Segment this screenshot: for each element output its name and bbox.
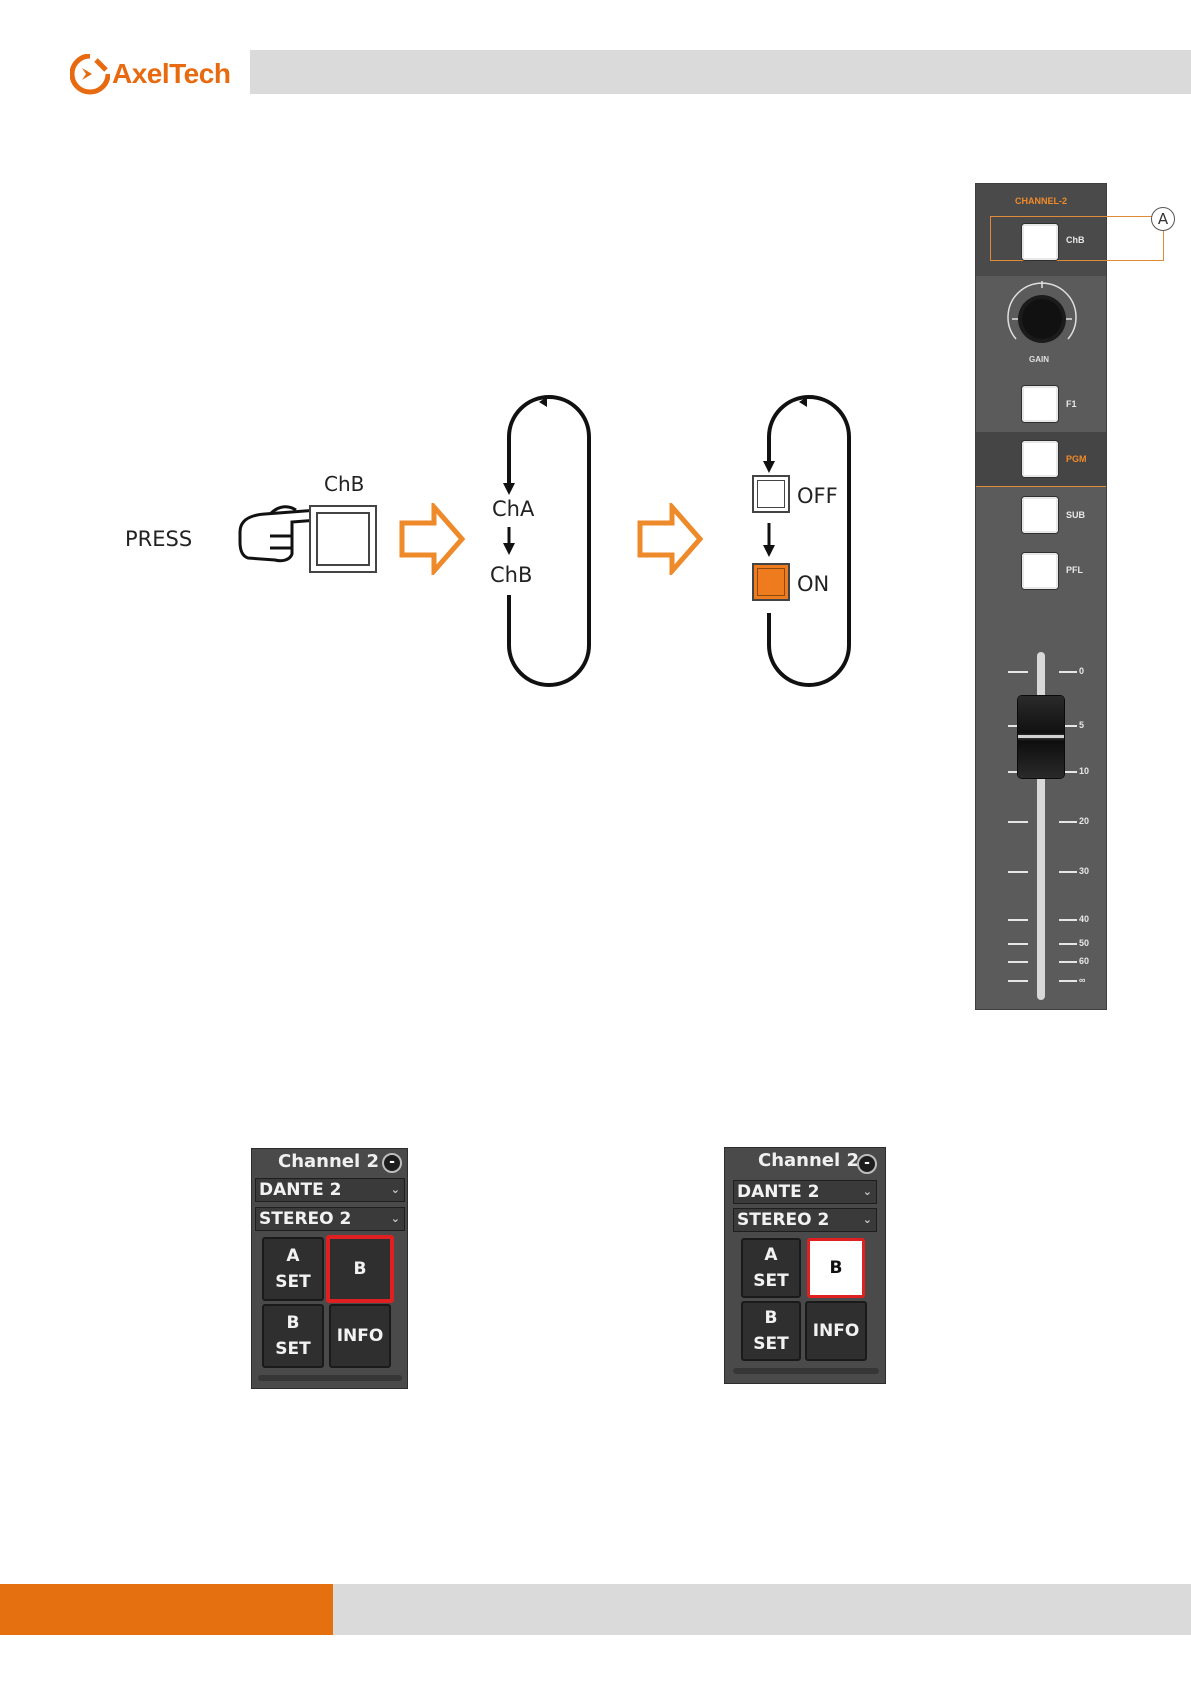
press-label: PRESS — [125, 527, 192, 551]
chevron-down-icon: ⌄ — [863, 1209, 872, 1231]
chb-button-label: ChB — [324, 472, 364, 496]
scale-label: 20 — [1079, 816, 1089, 826]
collapse-button[interactable]: - — [857, 1154, 877, 1174]
scale-label: 0 — [1079, 666, 1084, 676]
b-set-button[interactable]: B SET — [262, 1304, 324, 1368]
pgm-button[interactable] — [1022, 441, 1058, 477]
mode-value: STEREO 2 — [737, 1210, 829, 1230]
gain-knob[interactable] — [1002, 279, 1082, 359]
on-label: ON — [797, 572, 829, 596]
logo-icon — [70, 54, 110, 98]
a-set-line: SET — [753, 1268, 788, 1294]
channel-strip: CHANNEL-2 ChB GAIN F1 PGM SUB PFL 0 5 10… — [975, 183, 1107, 1010]
b-set-line: B — [287, 1310, 300, 1336]
mode-select[interactable]: STEREO 2 ⌄ — [255, 1207, 405, 1231]
chb-strip-button[interactable] — [1022, 224, 1058, 260]
cycle-loop-diagram — [495, 395, 605, 695]
b-set-line: SET — [753, 1331, 788, 1357]
scale-tick — [1059, 671, 1077, 673]
sub-label: SUB — [1066, 510, 1085, 520]
channel-panel: Channel 2 - DANTE 2 ⌄ STEREO 2 ⌄ A SET B… — [251, 1148, 408, 1389]
b-button[interactable]: B — [326, 1235, 394, 1303]
scale-label: 5 — [1079, 720, 1084, 730]
a-set-line: SET — [275, 1269, 310, 1295]
a-set-line: A — [764, 1242, 777, 1268]
scale-tick — [1008, 919, 1028, 921]
fader-handle[interactable] — [1018, 696, 1064, 778]
on-indicator — [752, 563, 790, 601]
axeltech-logo: AxelTech — [70, 50, 240, 100]
scale-tick — [1059, 871, 1077, 873]
scale-label: 60 — [1079, 956, 1089, 966]
info-label: INFO — [813, 1318, 860, 1344]
toggle-loop-diagram — [755, 395, 865, 695]
a-set-button[interactable]: A SET — [262, 1237, 324, 1301]
info-label: INFO — [337, 1323, 384, 1349]
scale-tick — [1008, 943, 1028, 945]
scale-tick — [1059, 919, 1077, 921]
b-button[interactable]: B — [807, 1238, 865, 1298]
pfl-label: PFL — [1066, 565, 1083, 575]
scale-tick — [1059, 943, 1077, 945]
cycle-first-label: ChA — [492, 497, 534, 521]
a-set-line: A — [286, 1243, 299, 1269]
collapse-button[interactable]: - — [382, 1153, 402, 1173]
scale-label: 40 — [1079, 914, 1089, 924]
scale-tick — [1008, 821, 1028, 823]
chevron-down-icon: ⌄ — [391, 1179, 400, 1201]
f1-button[interactable] — [1022, 386, 1058, 422]
b-label: B — [354, 1256, 367, 1282]
pfl-button[interactable] — [1022, 553, 1058, 589]
b-set-line: B — [765, 1305, 778, 1331]
off-label: OFF — [797, 484, 838, 508]
scale-label: 30 — [1079, 866, 1089, 876]
off-indicator — [752, 475, 790, 513]
chb-button — [309, 505, 377, 573]
gain-label: GAIN — [1029, 355, 1049, 364]
header-bar — [250, 50, 1191, 94]
horizontal-scrollbar[interactable] — [258, 1375, 402, 1381]
f1-label: F1 — [1066, 399, 1077, 409]
scale-tick — [1008, 671, 1028, 673]
info-button[interactable]: INFO — [329, 1304, 391, 1368]
mode-value: STEREO 2 — [259, 1209, 351, 1229]
channel-title: CHANNEL-2 — [1015, 196, 1067, 206]
scale-tick — [1059, 821, 1077, 823]
chevron-down-icon: ⌄ — [391, 1208, 400, 1230]
scale-label: 10 — [1079, 766, 1089, 776]
scale-label: ∞ — [1079, 975, 1085, 985]
horizontal-scrollbar[interactable] — [733, 1368, 879, 1374]
right-arrow-icon — [398, 503, 468, 575]
scale-tick — [1059, 961, 1077, 963]
scale-tick — [1008, 961, 1028, 963]
b-set-line: SET — [275, 1336, 310, 1362]
sub-button[interactable] — [1022, 497, 1058, 533]
scale-tick — [1008, 980, 1028, 982]
panel-title: Channel 2 — [278, 1151, 379, 1172]
b-set-button[interactable]: B SET — [741, 1301, 801, 1361]
source-select[interactable]: DANTE 2 ⌄ — [733, 1180, 877, 1204]
scale-label: 50 — [1079, 938, 1089, 948]
source-select[interactable]: DANTE 2 ⌄ — [255, 1178, 405, 1202]
chevron-down-icon: ⌄ — [863, 1181, 872, 1203]
a-set-button[interactable]: A SET — [741, 1238, 801, 1298]
source-value: DANTE 2 — [737, 1182, 819, 1202]
scale-tick — [1008, 871, 1028, 873]
right-arrow-icon — [636, 503, 706, 575]
panel-title: Channel 2 — [758, 1150, 859, 1171]
mode-select[interactable]: STEREO 2 ⌄ — [733, 1208, 877, 1232]
cycle-second-label: ChB — [490, 563, 532, 587]
info-button[interactable]: INFO — [805, 1301, 867, 1361]
b-label: B — [830, 1255, 843, 1281]
pgm-label: PGM — [1066, 454, 1087, 464]
callout-a: A — [1151, 207, 1175, 231]
footer-bar — [333, 1584, 1191, 1635]
chb-strip-label: ChB — [1066, 235, 1085, 245]
scale-tick — [1059, 980, 1077, 982]
channel-panel: Channel 2 - DANTE 2 ⌄ STEREO 2 ⌄ A SET B… — [724, 1147, 886, 1384]
footer-accent-bar — [0, 1584, 333, 1635]
source-value: DANTE 2 — [259, 1180, 341, 1200]
brand-name: AxelTech — [112, 58, 230, 90]
